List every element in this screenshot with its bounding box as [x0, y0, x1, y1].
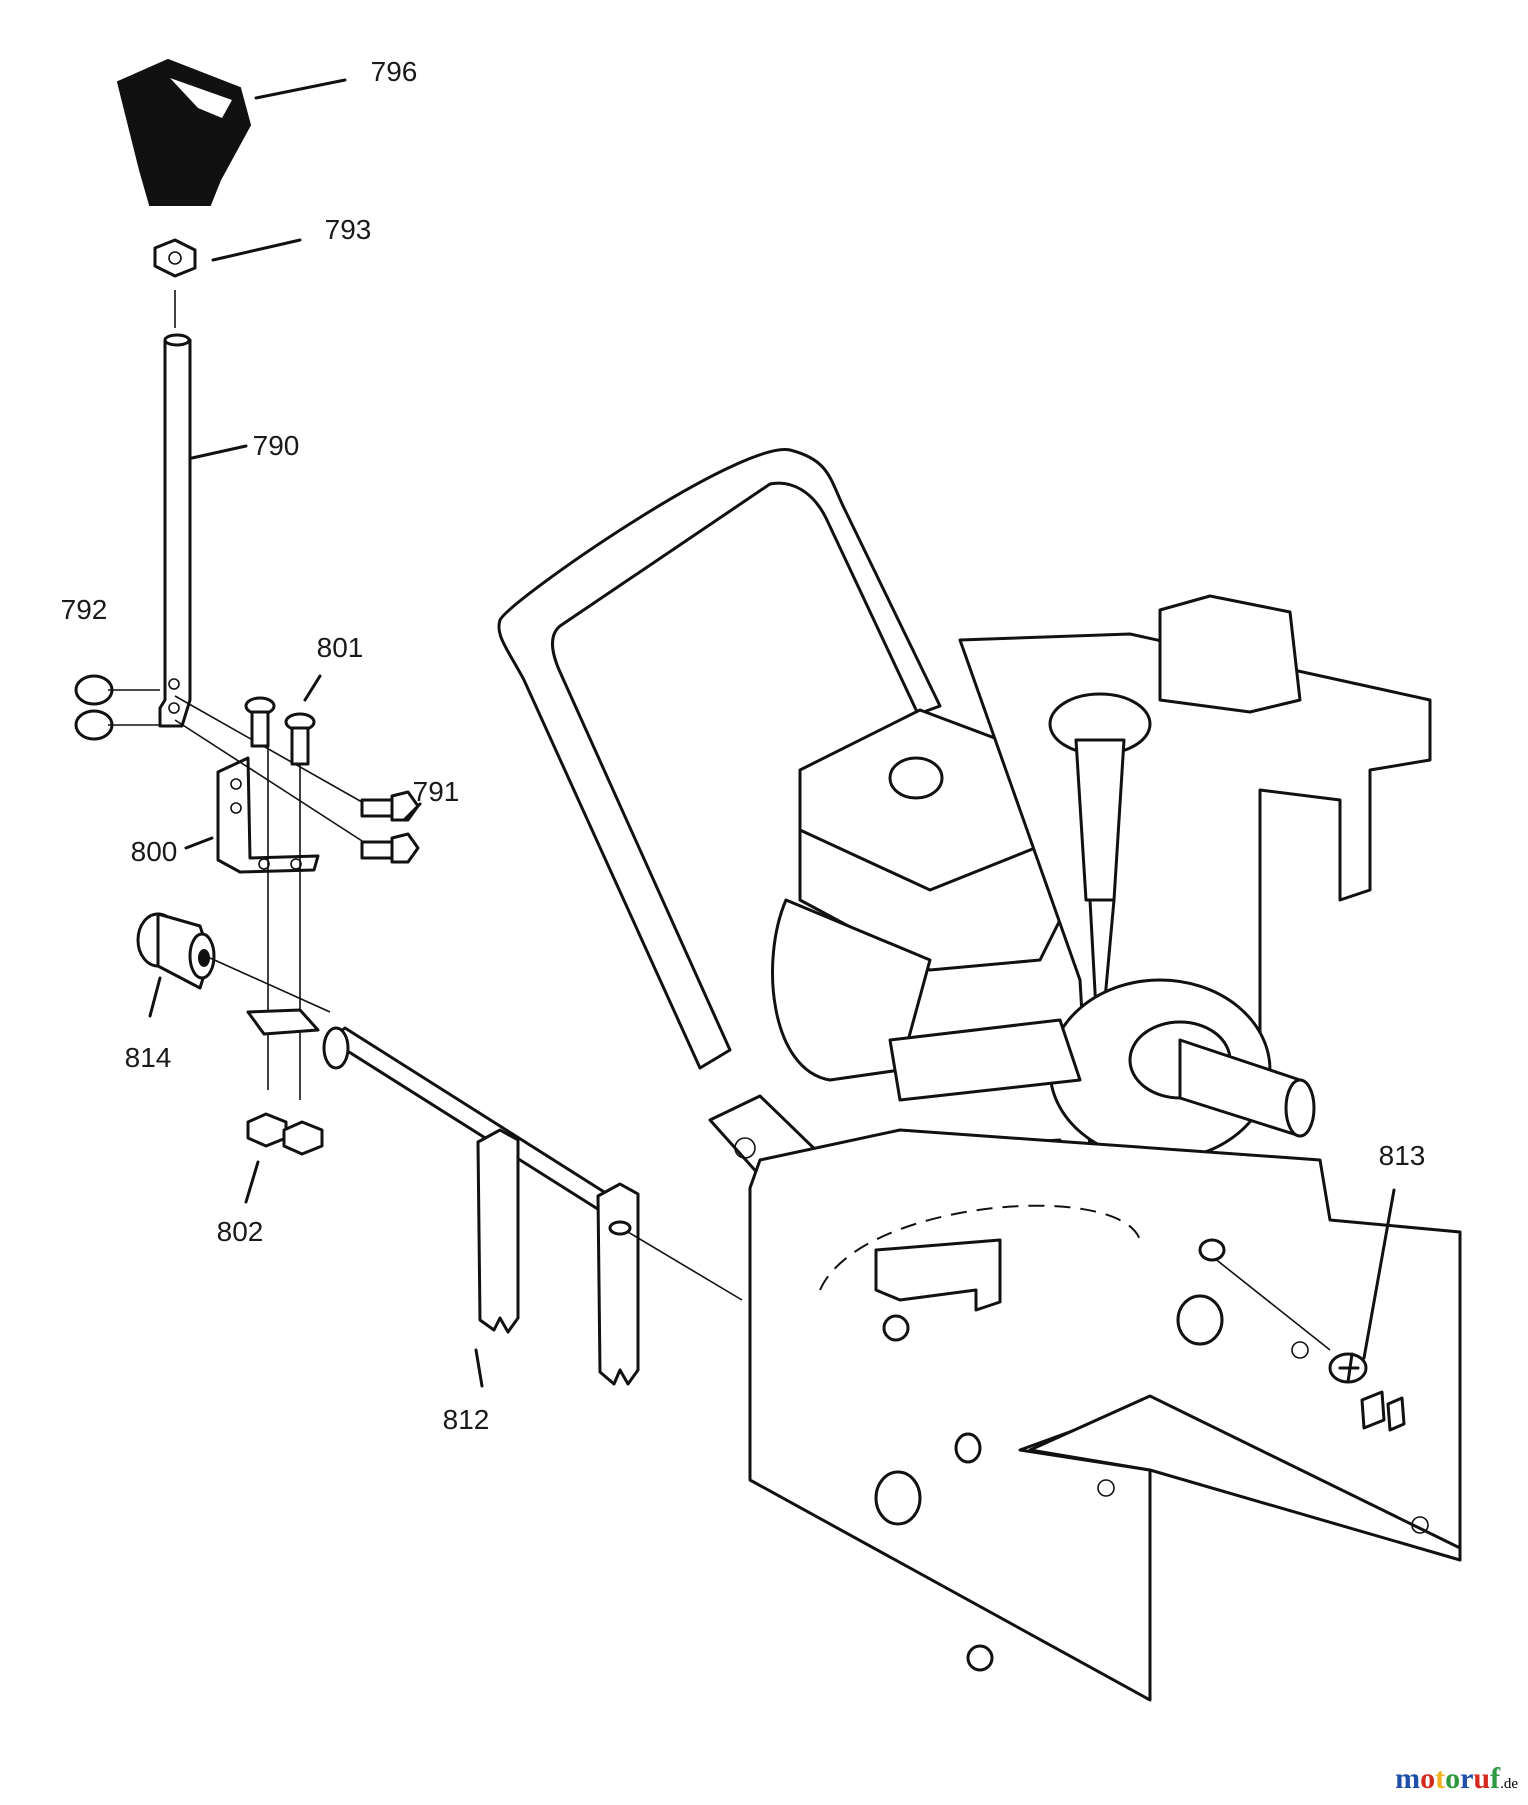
callout-792: 792: [60, 594, 108, 625]
watermark-letter: f: [1490, 1762, 1501, 1795]
watermark-logo: motoruf.de: [1395, 1762, 1518, 1796]
shift-fork-part: [246, 1008, 743, 1388]
callout-814: 814: [124, 1042, 172, 1073]
lock-nut-part: [74, 674, 160, 741]
watermark-suffix: .de: [1500, 1776, 1518, 1792]
frame-plates: [748, 1128, 1462, 1702]
callout-791: 791: [412, 776, 460, 807]
callout-790: 790: [252, 430, 300, 461]
nut-pair-part: [244, 1112, 324, 1204]
watermark-letter: m: [1395, 1762, 1421, 1795]
hex-bolt-part: [360, 790, 422, 864]
hex-nut-part: [153, 238, 302, 328]
shoulder-bolt-part: [244, 674, 322, 1100]
shift-knob-part: [116, 58, 347, 206]
callout-813: 813: [1378, 1140, 1426, 1171]
shift-bracket-part: [174, 695, 377, 874]
callout-793: 793: [324, 214, 372, 245]
callout-812: 812: [442, 1404, 490, 1435]
callout-800: 800: [130, 836, 178, 867]
callout-801: 801: [316, 632, 364, 663]
callout-796: 796: [370, 56, 418, 87]
watermark-letter: u: [1473, 1762, 1491, 1795]
shift-rod-part: [158, 333, 248, 728]
flange-bushing-part: [136, 912, 331, 1018]
watermark-letter: o: [1420, 1762, 1436, 1795]
watermark-letter: t: [1435, 1762, 1446, 1795]
watermark-letter: r: [1460, 1762, 1474, 1795]
callout-802: 802: [216, 1216, 264, 1247]
watermark-name: motoruf: [1395, 1762, 1500, 1795]
watermark-letter: o: [1445, 1762, 1461, 1795]
